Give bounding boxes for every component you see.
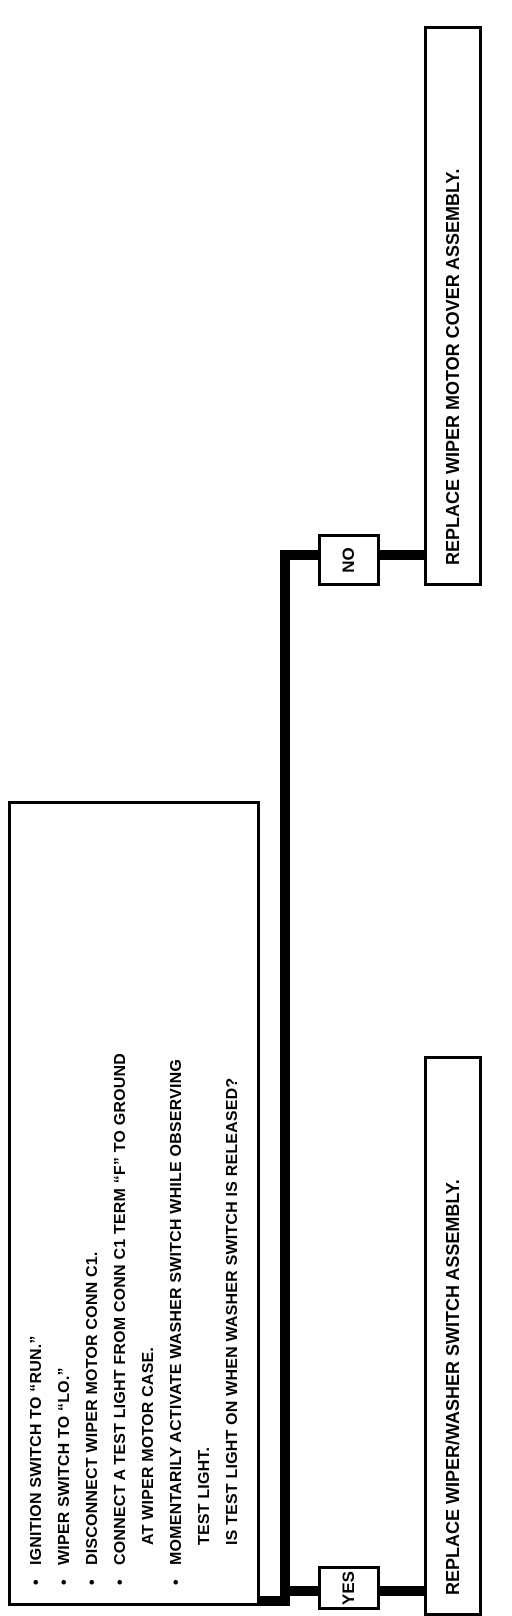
step-wiper-switch: WIPER SWITCH TO “LO.” xyxy=(56,1367,73,1565)
question-text: IS TEST LIGHT ON WHEN WASHER SWITCH IS R… xyxy=(224,1077,241,1545)
connector-no-drop xyxy=(280,550,320,560)
step-activate-continued: TEST LIGHT. xyxy=(196,1446,213,1545)
step-activate-washer: MOMENTARILY ACTIVATE WASHER SWITCH WHILE… xyxy=(168,1058,185,1565)
yes-label-box: YES xyxy=(318,1566,380,1610)
bullet: • xyxy=(168,1579,185,1585)
bullet: • xyxy=(56,1579,73,1585)
step-line: • DISCONNECT WIPER MOTOR CONN C1. xyxy=(79,814,107,1585)
step-line: TEST LIGHT. xyxy=(191,814,219,1585)
no-result-text: REPLACE WIPER MOTOR COVER ASSEMBLY. xyxy=(442,168,463,565)
connector-yes-drop xyxy=(280,1586,320,1596)
question-box: • IGNITION SWITCH TO “RUN.” • WIPER SWIT… xyxy=(8,801,260,1606)
yes-label: YES xyxy=(339,1570,358,1606)
no-label: NO xyxy=(339,547,358,573)
yes-result-text: REPLACE WIPER/WASHER SWITCH ASSEMBLY. xyxy=(442,1179,463,1595)
connector-trunk xyxy=(280,550,290,1596)
step-line: • MOMENTARILY ACTIVATE WASHER SWITCH WHI… xyxy=(163,814,191,1585)
step-ignition: IGNITION SWITCH TO “RUN.” xyxy=(28,1335,45,1565)
bullet: • xyxy=(28,1579,45,1585)
no-result-box: REPLACE WIPER MOTOR COVER ASSEMBLY. xyxy=(424,26,482,586)
bullet: • xyxy=(84,1579,101,1585)
step-line: • WIPER SWITCH TO “LO.” xyxy=(51,814,79,1585)
no-label-box: NO xyxy=(318,534,380,586)
connector-yes-result xyxy=(380,1586,424,1596)
step-disconnect: DISCONNECT WIPER MOTOR CONN C1. xyxy=(84,1251,101,1565)
connector-no-result xyxy=(380,550,424,560)
step-connect-continued: AT WIPER MOTOR CASE. xyxy=(140,1346,157,1545)
step-line: • CONNECT A TEST LIGHT FROM CONN C1 TERM… xyxy=(107,814,135,1585)
step-connect-test-light: CONNECT A TEST LIGHT FROM CONN C1 TERM “… xyxy=(112,1052,129,1565)
yes-result-box: REPLACE WIPER/WASHER SWITCH ASSEMBLY. xyxy=(424,1056,482,1616)
step-line: • IGNITION SWITCH TO “RUN.” xyxy=(23,814,51,1585)
bullet: • xyxy=(112,1579,129,1585)
step-line: IS TEST LIGHT ON WHEN WASHER SWITCH IS R… xyxy=(219,814,247,1585)
question-steps: • IGNITION SWITCH TO “RUN.” • WIPER SWIT… xyxy=(23,814,247,1585)
step-line: AT WIPER MOTOR CASE. xyxy=(135,814,163,1585)
